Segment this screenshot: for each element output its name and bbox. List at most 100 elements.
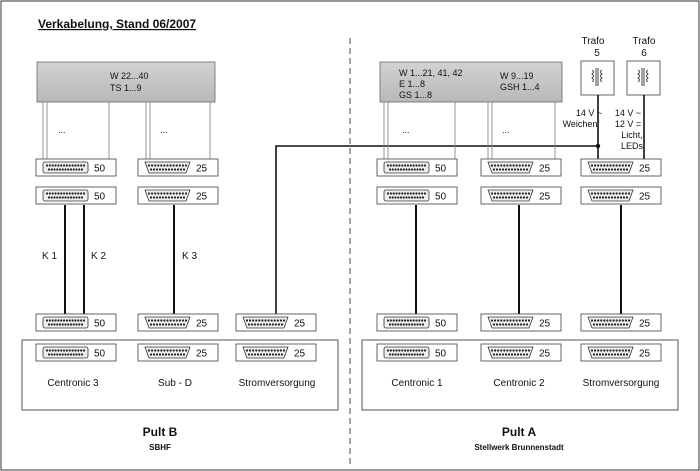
- connector-pin: [409, 349, 412, 352]
- connector-pin: [590, 349, 594, 352]
- connector-pin: [512, 319, 515, 322]
- connector-pin: [57, 319, 60, 322]
- connector-pin: [501, 353, 505, 356]
- connector-pin: [399, 168, 403, 171]
- connector-pin: [178, 192, 181, 195]
- connector-pin: [527, 164, 531, 167]
- connector-pin: [391, 168, 394, 171]
- connector-pin: [71, 192, 74, 195]
- connector-pin: [516, 168, 520, 171]
- connector-plug: [144, 189, 191, 202]
- connector-pin: [258, 319, 261, 322]
- connector-pin: [498, 353, 502, 356]
- connector-pin: [160, 192, 163, 195]
- connector-pin: [607, 353, 611, 356]
- connector-pin: [74, 164, 77, 167]
- connector-pin: [527, 319, 531, 322]
- connector-pin: [173, 323, 177, 326]
- connector-pin: [518, 164, 521, 167]
- connector-pin: [54, 192, 57, 195]
- connector-pin: [619, 353, 623, 356]
- connector-pin: [184, 192, 188, 195]
- connector-pin: [262, 323, 266, 326]
- connector-plug: [42, 316, 89, 329]
- connector-pin: [421, 196, 425, 199]
- connector-pin: [274, 323, 278, 326]
- connector-pin: [264, 349, 267, 352]
- connector-pin: [598, 168, 602, 171]
- connector-pin: [391, 196, 394, 199]
- connector-pin: [392, 192, 395, 195]
- connector-pin: [176, 353, 180, 356]
- connector-pin: [512, 349, 515, 352]
- connector-pin: [418, 349, 421, 352]
- connector-plug: [383, 189, 430, 202]
- connector-pin: [388, 168, 392, 171]
- connector-plug: [487, 161, 534, 174]
- pult-b-subtitle: SBHF: [149, 443, 171, 452]
- connector-pin: [53, 353, 56, 356]
- connector-pin-count: 25: [196, 319, 208, 330]
- connector-pin: [167, 168, 171, 171]
- connector-pin: [421, 164, 424, 167]
- connector-pin: [170, 323, 174, 326]
- connector-pin: [163, 349, 166, 352]
- block-left-line-2: TS 1...9: [110, 83, 142, 93]
- connector-pin: [601, 323, 605, 326]
- pult-a-subtitle: Stellwerk Brunnenstadt: [474, 443, 564, 452]
- connector-pin: [276, 319, 279, 322]
- connector-pin: [515, 319, 518, 322]
- connector-pin: [247, 353, 251, 356]
- connector-plug: [42, 189, 89, 202]
- connector-pin: [497, 349, 500, 352]
- connector-pin: [403, 349, 407, 352]
- connector-pin: [50, 168, 53, 171]
- connector-pin: [78, 323, 81, 326]
- internal-wires-left: [42, 102, 211, 159]
- connector-pin: [166, 164, 169, 167]
- connector-pin: [386, 192, 390, 195]
- connector-pin: [612, 192, 615, 195]
- connector-pin: [58, 323, 62, 326]
- transformer-icon: [591, 68, 603, 86]
- connector-pin-count: 50: [94, 349, 106, 360]
- connector-pin: [67, 323, 70, 326]
- connector-pin: [150, 192, 154, 195]
- connector-pin: [51, 192, 54, 195]
- trafo-6-box: [626, 60, 661, 96]
- connector-pin: [386, 319, 390, 322]
- connector-pin: [152, 196, 156, 199]
- pult-a-label-strom: Stromversorgung: [583, 378, 660, 389]
- connector-pin: [80, 319, 83, 322]
- wires-ellipsis-2: ...: [160, 125, 168, 135]
- connector-pin: [173, 168, 177, 171]
- connector-pin: [154, 349, 157, 352]
- connector-pin: [518, 319, 521, 322]
- connector-pin: [169, 349, 172, 352]
- connector-pin: [166, 192, 169, 195]
- connector-pin: [607, 196, 611, 199]
- connector-pin: [513, 196, 517, 199]
- connector-pin-count: 25: [196, 192, 208, 203]
- connector-pin: [418, 319, 421, 322]
- connector-pin: [276, 349, 279, 352]
- connector-pin: [60, 192, 63, 195]
- connector-pin: [169, 319, 172, 322]
- connector-pin: [65, 319, 69, 322]
- connector-pin: [490, 319, 494, 322]
- connector-pin: [500, 164, 503, 167]
- connector-pin: [415, 164, 418, 167]
- connector-pin-count: 25: [539, 192, 551, 203]
- connector-pin: [493, 164, 497, 167]
- connector-pin: [386, 164, 390, 167]
- connector-pin: [603, 164, 606, 167]
- connector-pin: [493, 349, 497, 352]
- trafo-6-output-4: LEDs: [621, 141, 644, 151]
- connector-pin: [402, 196, 405, 199]
- connector-pin: [413, 353, 416, 356]
- connector-pin: [506, 192, 509, 195]
- connector-pin: [164, 353, 168, 356]
- connector-pin: [618, 164, 621, 167]
- connector-pin-count: 25: [294, 349, 306, 360]
